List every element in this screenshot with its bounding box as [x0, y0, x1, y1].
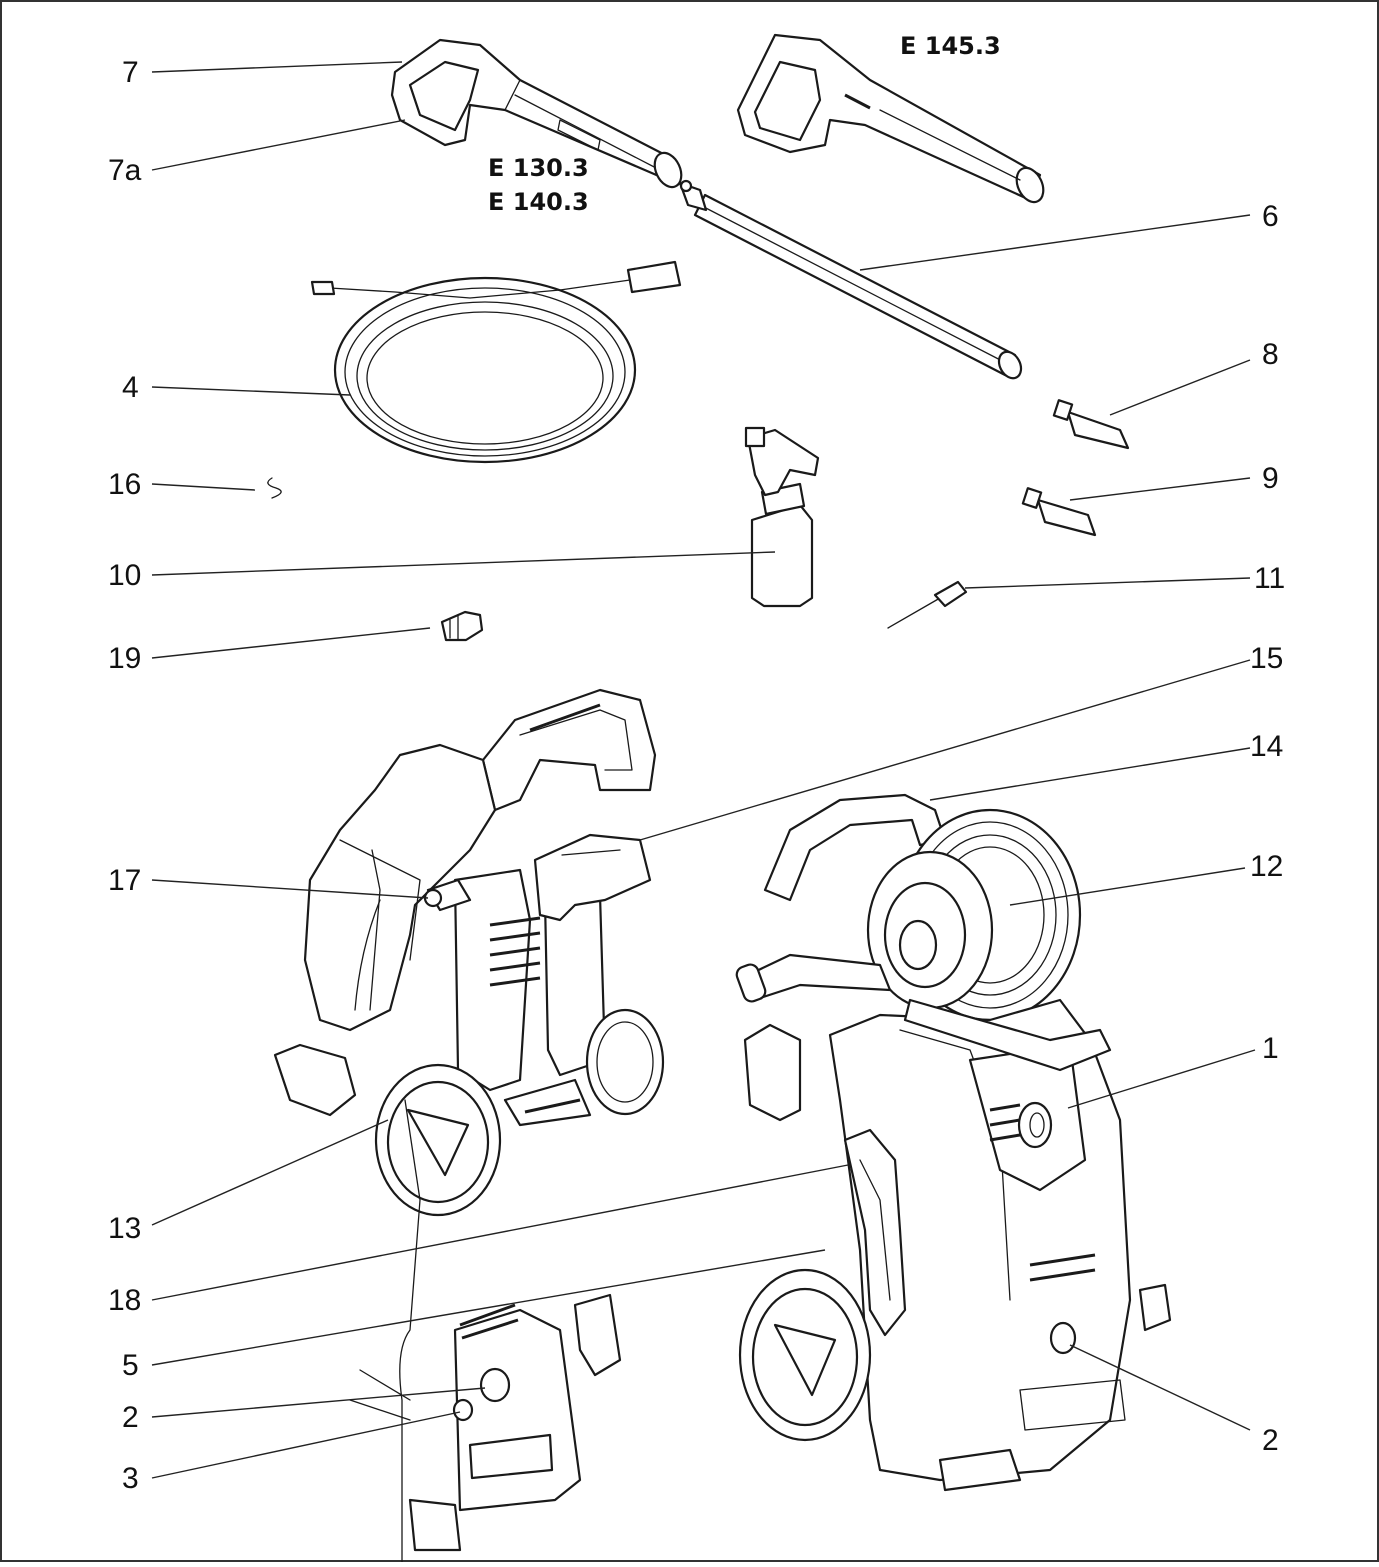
- callout-13: 13: [108, 1212, 141, 1245]
- spray-gun-e130: [390, 38, 683, 189]
- callout-18: 18: [108, 1284, 141, 1317]
- callout-2-left: 2: [122, 1401, 139, 1434]
- callout-15: 15: [1250, 642, 1283, 675]
- callout-12: 12: [1250, 850, 1283, 883]
- callout-10: 10: [108, 559, 141, 592]
- callout-1: 1: [1262, 1032, 1279, 1065]
- pressure-washer-rear-view: [273, 688, 665, 1217]
- lance: [678, 179, 1023, 380]
- callout-3: 3: [122, 1462, 139, 1495]
- water-adapter: [440, 610, 484, 642]
- model-label-e130: E 130.3: [488, 154, 589, 182]
- pressure-washer-front-view: [735, 793, 1172, 1492]
- high-pressure-hose: [310, 260, 682, 464]
- callout-5: 5: [122, 1349, 139, 1382]
- callout-11: 11: [1254, 562, 1285, 595]
- callout-7: 7: [122, 56, 139, 89]
- callout-numbers: 7 7a 6 4 8 16 9 10 11 19 15 14 17 12 1 1…: [108, 56, 1285, 1495]
- foam-bottle: [744, 426, 820, 608]
- o-ring-spring: [267, 477, 282, 499]
- nozzle-8: [1052, 399, 1130, 450]
- callout-7a: 7a: [108, 154, 142, 187]
- callout-4: 4: [122, 371, 139, 404]
- spray-gun-e145: [736, 33, 1045, 204]
- cleaning-needle: [887, 580, 968, 629]
- nozzle-9: [1021, 487, 1097, 537]
- callout-9: 9: [1262, 462, 1279, 495]
- callout-14: 14: [1250, 730, 1283, 763]
- callout-17: 17: [108, 864, 141, 897]
- leader-lines: [151, 61, 1256, 1479]
- callout-2-right: 2: [1262, 1424, 1279, 1457]
- callout-6: 6: [1262, 200, 1279, 233]
- callout-16: 16: [108, 468, 141, 501]
- model-label-e140: E 140.3: [488, 188, 589, 216]
- callout-8: 8: [1262, 338, 1279, 371]
- callout-19: 19: [108, 642, 141, 675]
- detail-inset-outlets: [349, 1099, 622, 1567]
- model-label-e145: E 145.3: [900, 32, 1001, 60]
